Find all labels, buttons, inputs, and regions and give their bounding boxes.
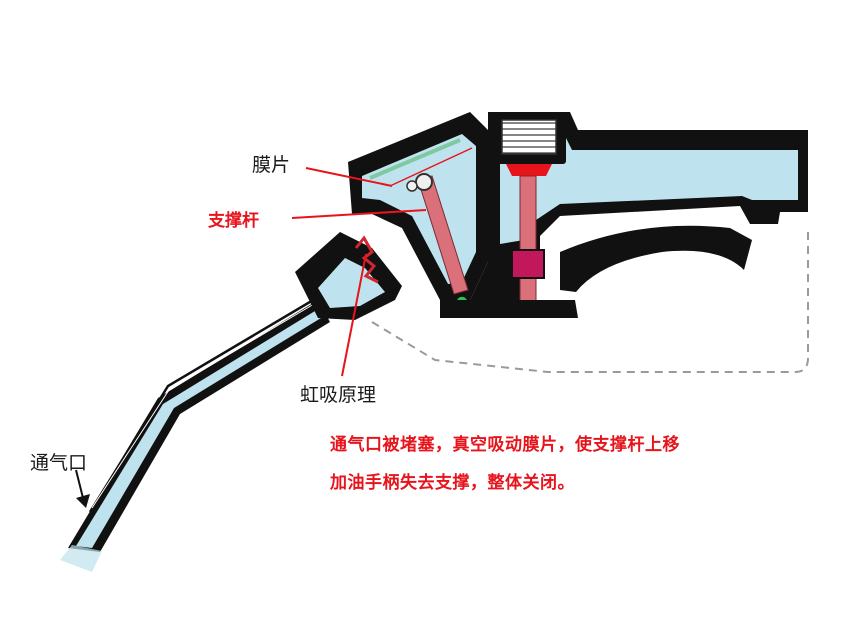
caption-line-1: 通气口被堵塞，真空吸动膜片，使支撑杆上移 bbox=[330, 435, 680, 455]
spout-outlet bbox=[60, 545, 102, 572]
leader-diaphragm bbox=[305, 167, 393, 187]
diaphragm bbox=[369, 138, 461, 180]
vent-arrow-head bbox=[76, 494, 90, 508]
siphon-valve bbox=[354, 235, 379, 284]
label-diaphragm: 膜片 bbox=[252, 154, 291, 176]
trigger-lever bbox=[560, 225, 752, 292]
leader-support-rod bbox=[291, 209, 427, 219]
plunger-cap bbox=[506, 164, 552, 176]
collar-fluid bbox=[318, 258, 385, 308]
grip-lower bbox=[440, 300, 578, 318]
seal-block bbox=[511, 249, 545, 279]
housing-dashed-outline bbox=[371, 232, 809, 373]
handle-fluid bbox=[500, 136, 798, 244]
spout-tube bbox=[68, 300, 330, 552]
vent-channel-inner bbox=[91, 300, 320, 509]
spout-fluid bbox=[76, 311, 321, 548]
rod-joint bbox=[415, 173, 433, 191]
label-support-rod: 支撑杆 bbox=[208, 211, 259, 231]
vent-channel bbox=[88, 294, 321, 513]
spring-coil bbox=[501, 119, 557, 155]
label-siphon-principle: 虹吸原理 bbox=[300, 384, 377, 406]
leader-diaphragm-b bbox=[389, 147, 473, 187]
leader-siphon bbox=[341, 253, 367, 377]
caption-line-2: 加油手柄失去支撑，整体关闭。 bbox=[330, 473, 575, 493]
rod-joint-left bbox=[406, 180, 418, 192]
label-vent-port: 通气口 bbox=[30, 452, 88, 474]
plunger-stem bbox=[519, 175, 537, 313]
